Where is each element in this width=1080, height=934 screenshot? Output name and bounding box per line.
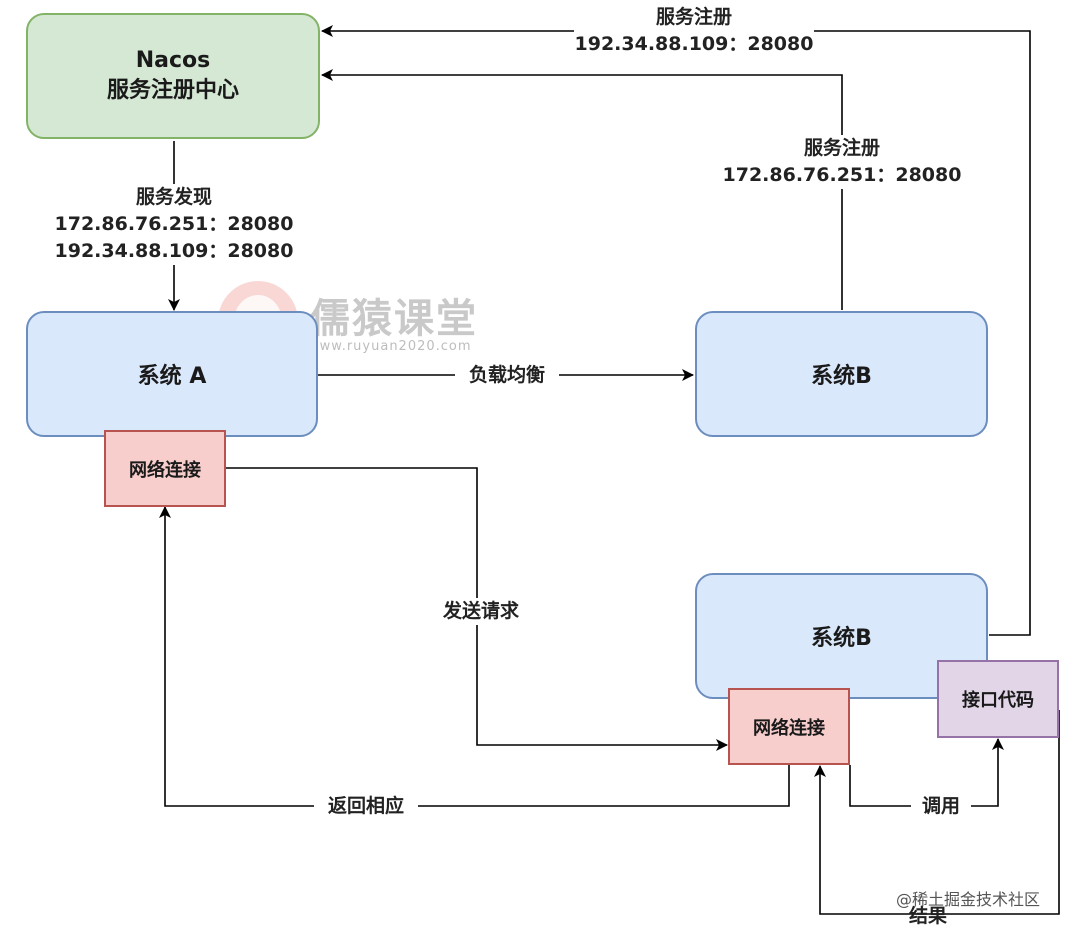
network-connection-b-label: 网络连接 [753,717,825,739]
register-b-bottom-title: 服务注册 [655,6,732,28]
credit-text: @稀土掘金技术社区 [896,890,1041,909]
edge-register-b-top [321,69,843,310]
discovery-title: 服务发现 [135,186,212,208]
nacos-registry-node: Nacos 服务注册中心 [26,13,320,139]
network-connection-a-node: 网络连接 [104,430,226,507]
register-b-top-address: 172.86.76.251：28080 [722,164,962,186]
nacos-subtitle: 服务注册中心 [106,78,239,103]
network-connection-a-label: 网络连接 [129,459,201,481]
register-b-top-label-group: 服务注册 172.86.76.251：28080 [720,135,964,189]
edge-return-response [159,506,790,807]
return-response-label: 返回相应 [314,793,418,820]
register-b-top-title: 服务注册 [803,137,880,159]
discovery-address-1: 172.86.76.251：28080 [54,213,294,235]
api-code-label: 接口代码 [962,690,1034,711]
watermark-url: www.ruyuan2020.com [308,339,472,354]
load-balance-label: 负载均衡 [455,362,559,389]
edge-result [814,710,1060,915]
api-code-node: 接口代码 [937,660,1059,738]
discovery-label-group: 服务发现 172.86.76.251：28080 192.34.88.109：2… [54,184,294,265]
system-a-label: 系统 A [137,364,207,389]
result-label: 结果 [908,905,947,927]
system-a-node: 系统 A [26,311,318,437]
register-b-bottom-label-group: 服务注册 192.34.88.109：28080 [574,4,814,58]
nacos-title: Nacos [135,48,211,73]
system-b-top-label: 系统B [811,364,872,389]
system-b-top-node: 系统B [695,311,988,437]
watermark-title: 儒猿课堂 [310,296,478,342]
register-b-bottom-address: 192.34.88.109：28080 [574,33,814,55]
discovery-address-2: 192.34.88.109：28080 [54,240,294,262]
send-request-label: 发送请求 [429,598,533,625]
network-connection-b-node: 网络连接 [728,688,850,765]
system-b-bottom-label: 系统B [811,626,872,651]
invoke-label: 调用 [911,793,971,820]
